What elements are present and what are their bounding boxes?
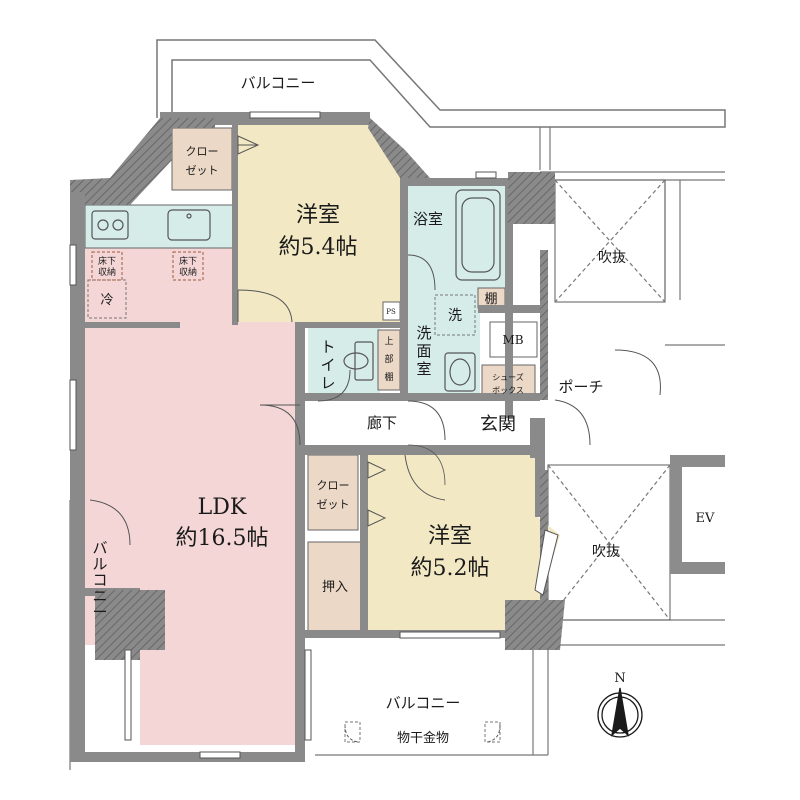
oshiire-label: 押入 <box>322 580 348 595</box>
washroom-label-3: 室 <box>416 360 431 378</box>
closet-2 <box>307 454 359 531</box>
closet-1-label-2: ゼット <box>186 164 219 177</box>
doors <box>89 135 661 743</box>
western-room-2-label: 洋室 <box>428 524 472 549</box>
balcony-left-label-5: ー <box>92 603 107 621</box>
underfloor-1-label-2: 収納 <box>98 266 116 278</box>
shoe-box-label-1: シューズ <box>492 372 524 382</box>
ldk-size: 約16.5帖 <box>176 526 269 551</box>
bathtub-icon <box>455 189 501 281</box>
underfloor-2-label-2: 収納 <box>179 266 197 278</box>
western-room-2-floor <box>365 455 560 632</box>
upper-shelf-label-1: 上 <box>384 336 393 347</box>
shelf-label: 棚 <box>484 292 497 307</box>
elevator-shaft <box>670 455 725 574</box>
western-room-1-label: 洋室 <box>296 203 340 228</box>
fridge-label: 冷 <box>100 293 113 308</box>
balcony-left-label-4: ニ <box>92 587 107 605</box>
entrance-label: 玄関 <box>480 414 516 435</box>
kitchen-sink-icon <box>167 209 211 241</box>
underfloor-storage-icons <box>91 251 204 281</box>
upper-shelf-label-3: 棚 <box>384 371 393 383</box>
void-lower-area <box>547 464 671 621</box>
bathroom-label: 浴室 <box>413 210 443 228</box>
toilet-label-3: レ <box>320 374 335 392</box>
oshiire-storage <box>307 541 364 633</box>
washroom-label-2: 面 <box>416 342 431 360</box>
toilet-label-2: イ <box>320 356 335 374</box>
shoe-box-label-2: ボックス <box>492 386 524 395</box>
compass-north-label: N <box>614 671 625 686</box>
porch-label: ポーチ <box>558 378 603 396</box>
closet-1-label-1: クロー <box>186 145 219 158</box>
void-lower-label: 吹抜 <box>592 544 620 560</box>
toilet-label-1: ト <box>320 338 335 356</box>
washbasin-icon <box>444 352 476 392</box>
elevator-label: EV <box>696 511 715 526</box>
upper-shelf-label-2: 部 <box>384 353 393 365</box>
closet-2-label-2: ゼット <box>317 498 350 511</box>
balcony-bottom-label: バルコニー <box>386 694 461 712</box>
underfloor-1-label-1: 床下 <box>98 255 116 267</box>
ldk-label: LDK <box>198 495 247 520</box>
compass-north-icon <box>597 687 643 738</box>
balcony-top-label: バルコニー <box>241 74 316 92</box>
closet-2-label-1: クロー <box>317 479 350 492</box>
balcony-left-label-2: ル <box>92 555 107 573</box>
balcony-top-outline <box>156 39 726 128</box>
closet-1 <box>171 127 233 191</box>
western-room-1-size: 約5.4帖 <box>279 235 358 260</box>
balcony-left-label-1: バ <box>92 539 107 557</box>
void-upper-area <box>554 179 666 303</box>
washroom-label-1: 洗 <box>416 324 431 342</box>
mb-label: MB <box>502 333 523 347</box>
drying-hardware-icon <box>344 721 501 743</box>
ps-label: PS <box>386 308 396 316</box>
drying-hardware-label: 物干金物 <box>397 730 449 746</box>
washroom-floor <box>405 288 480 393</box>
washer-label: 洗 <box>448 308 462 324</box>
fridge-space-icon <box>87 279 127 319</box>
toilet-icon <box>343 341 374 381</box>
underfloor-2-label-1: 床下 <box>179 255 197 267</box>
mb-box <box>489 321 538 358</box>
washer-space-icon <box>434 294 476 336</box>
void-upper-label: 吹抜 <box>598 250 626 266</box>
kitchen-stove-icon <box>91 210 129 240</box>
western-room-2-size: 約5.2帖 <box>411 556 490 581</box>
western-room-1-floor <box>235 125 405 322</box>
windows <box>69 111 559 759</box>
hallway-label: 廊下 <box>367 414 397 432</box>
balcony-left-label-3: コ <box>92 571 107 589</box>
